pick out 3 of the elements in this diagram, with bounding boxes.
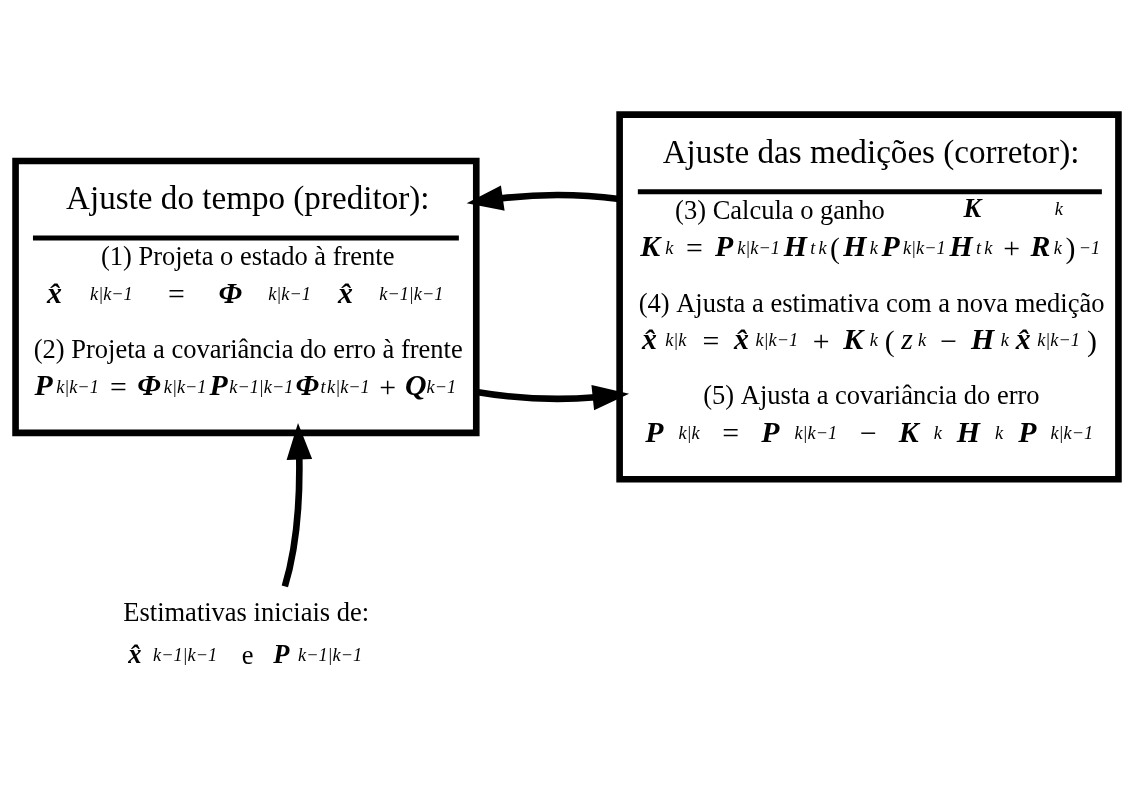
arrow [281,422,313,587]
arrow [476,384,630,410]
arrow [466,184,620,211]
